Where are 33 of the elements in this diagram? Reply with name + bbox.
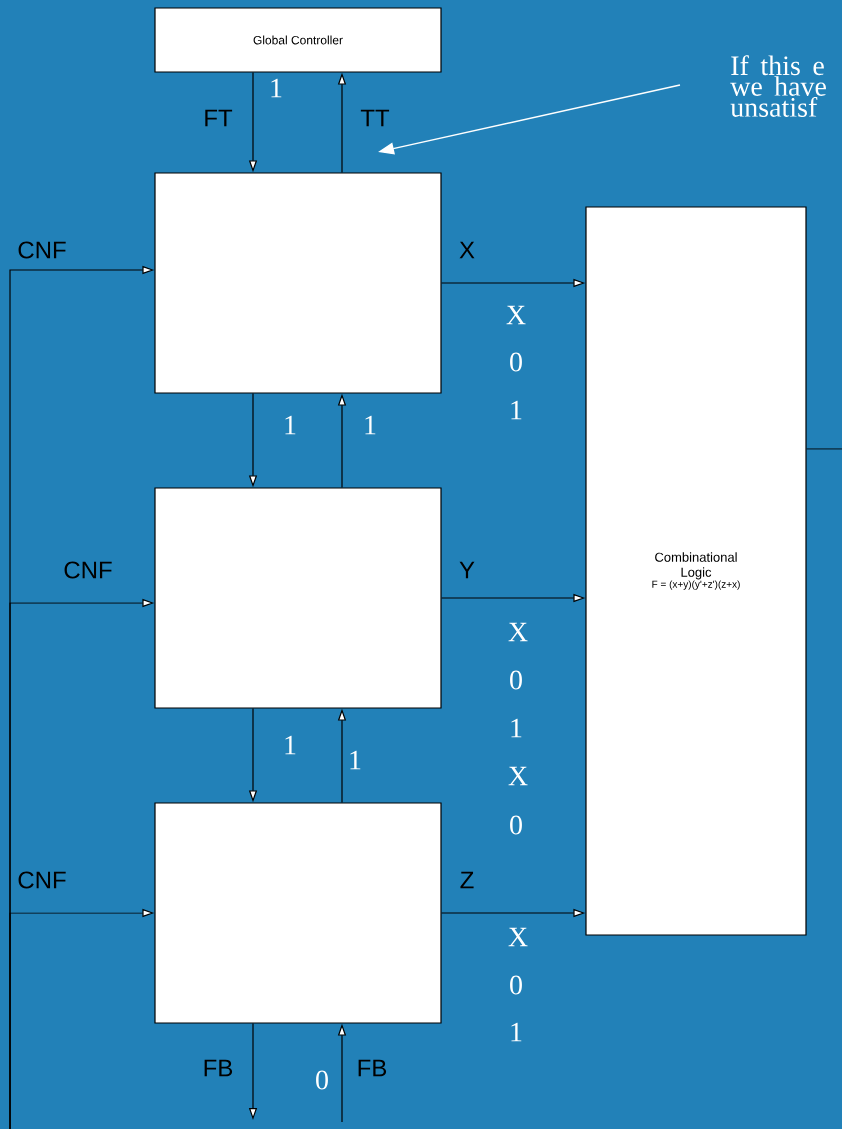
edge-label: Z: [460, 871, 474, 889]
signal-value: X: [508, 622, 528, 642]
signal-value: 0: [510, 975, 522, 995]
signal-value: 0: [316, 1070, 328, 1090]
process-box: Global Controller: [154, 7, 442, 73]
signal-value: 1: [511, 400, 522, 420]
signal-value: 1: [285, 415, 296, 435]
signal-value: 1: [511, 1022, 522, 1042]
process-box: Combinational Logic F = (x+y)(y'+z')(z+x): [585, 206, 807, 936]
signal-value: 0: [510, 670, 522, 690]
edge-label: FB: [358, 1059, 387, 1077]
signal-value: X: [508, 766, 528, 786]
signal-value: 0: [510, 815, 522, 835]
signal-value: 1: [271, 78, 282, 98]
edge-label: CNF: [18, 241, 66, 259]
signal-value: X: [506, 305, 526, 325]
edge-label: CNF: [64, 561, 112, 579]
edge-label: CNF: [18, 871, 66, 889]
signal-value: X: [508, 927, 528, 947]
annotation-text: If this e we have unsatisf: [730, 55, 826, 117]
signal-value: 1: [511, 718, 522, 738]
signal-value: 1: [350, 750, 361, 770]
empty-box: [154, 487, 442, 709]
signal-value: 1: [285, 735, 296, 755]
signal-value: 0: [510, 352, 522, 372]
signal-value: 1: [365, 415, 376, 435]
edge-label: FT: [205, 109, 233, 127]
edge-label: TT: [360, 109, 390, 127]
edge-label: X: [459, 241, 475, 259]
edge-label: Y: [459, 561, 475, 579]
edge-label: FB: [204, 1059, 233, 1077]
empty-box: [154, 172, 442, 394]
empty-box: [154, 802, 442, 1024]
